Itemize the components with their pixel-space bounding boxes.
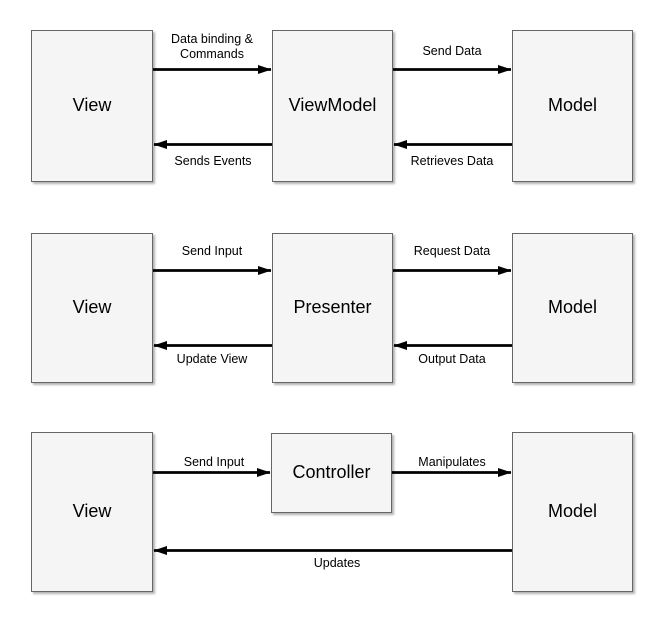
mvc-model-label: Model — [547, 501, 598, 522]
mvc-arrow-label-send-input: Send Input — [183, 455, 245, 469]
mvvm-arrow-label-data-binding-commands: Data binding & Commands — [170, 32, 254, 61]
mvp-arrow-label-request-data: Request Data — [413, 244, 491, 258]
mvp-model-box: Model — [512, 233, 633, 383]
mvc-controller-label: Controller — [292, 462, 371, 483]
mvc-view-box: View — [31, 432, 153, 592]
mvvm-model-label: Model — [547, 95, 598, 116]
mvvm-view-label: View — [72, 95, 112, 116]
mvp-view-box: View — [31, 233, 153, 383]
mvp-arrow-label-update-view: Update View — [176, 352, 248, 366]
mvp-presenter-label: Presenter — [293, 297, 372, 318]
mvvm-viewmodel-label: ViewModel — [288, 95, 377, 116]
mvvm-arrow-label-sends-events: Sends Events — [174, 154, 252, 168]
mvc-model-box: Model — [512, 432, 633, 592]
mvc-view-label: View — [72, 501, 112, 522]
mvc-arrow-label-manipulates: Manipulates — [418, 455, 486, 469]
mvp-view-label: View — [72, 297, 112, 318]
mvvm-view-box: View — [31, 30, 153, 182]
mvp-model-label: Model — [547, 297, 598, 318]
mvp-presenter-box: Presenter — [272, 233, 393, 383]
mvvm-model-box: Model — [512, 30, 633, 182]
mvvm-arrow-label-retrieves-data: Retrieves Data — [410, 154, 494, 168]
mvvm-arrow-label-send-data: Send Data — [422, 44, 482, 58]
mvc-controller-box: Controller — [271, 433, 392, 513]
mvc-arrow-label-updates: Updates — [313, 556, 361, 570]
mvp-arrow-label-output-data: Output Data — [418, 352, 486, 366]
mvvm-viewmodel-box: ViewModel — [272, 30, 393, 182]
mvp-arrow-label-send-input: Send Input — [181, 244, 243, 258]
